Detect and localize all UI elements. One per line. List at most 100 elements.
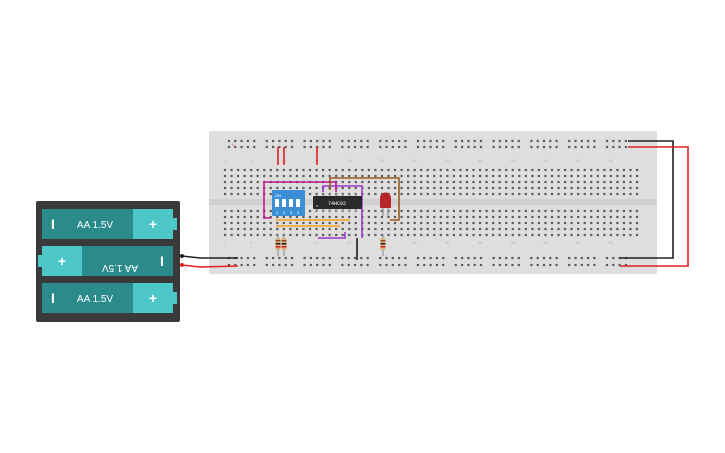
breadboard-hole[interactable] xyxy=(230,168,233,172)
breadboard-hole[interactable] xyxy=(465,221,469,225)
breadboard-hole[interactable] xyxy=(295,186,299,190)
breadboard-hole[interactable] xyxy=(454,145,457,149)
breadboard-hole[interactable] xyxy=(465,192,469,196)
breadboard-hole[interactable] xyxy=(478,186,482,190)
breadboard-hole[interactable] xyxy=(596,227,599,231)
breadboard-hole[interactable] xyxy=(442,139,445,143)
breadboard-hole[interactable] xyxy=(380,209,384,213)
breadboard-hole[interactable] xyxy=(622,209,626,213)
led[interactable] xyxy=(380,192,391,217)
breadboard-hole[interactable] xyxy=(380,186,384,190)
breadboard-hole[interactable] xyxy=(467,139,470,143)
breadboard-hole[interactable] xyxy=(530,139,533,143)
breadboard-hole[interactable] xyxy=(472,227,475,231)
breadboard-hole[interactable] xyxy=(387,174,390,178)
breadboard-hole[interactable] xyxy=(269,221,272,225)
breadboard-hole[interactable] xyxy=(423,263,426,267)
breadboard-hole[interactable] xyxy=(524,192,527,196)
breadboard-hole[interactable] xyxy=(367,227,370,231)
breadboard-hole[interactable] xyxy=(479,145,483,149)
breadboard-hole[interactable] xyxy=(400,215,403,219)
breadboard-hole[interactable] xyxy=(452,180,455,184)
breadboard-hole[interactable] xyxy=(439,192,442,196)
breadboard-hole[interactable] xyxy=(308,233,312,237)
breadboard-hole[interactable] xyxy=(518,174,521,178)
breadboard-hole[interactable] xyxy=(517,139,520,143)
breadboard-hole[interactable] xyxy=(622,221,626,225)
breadboard-hole[interactable] xyxy=(393,209,397,213)
breadboard-hole[interactable] xyxy=(511,256,514,260)
breadboard-hole[interactable] xyxy=(587,139,590,143)
breadboard-hole[interactable] xyxy=(354,174,357,178)
breadboard-hole[interactable] xyxy=(518,180,521,184)
breadboard-hole[interactable] xyxy=(624,145,627,149)
breadboard-hole[interactable] xyxy=(461,145,464,149)
breadboard-hole[interactable] xyxy=(400,168,403,172)
breadboard-hole[interactable] xyxy=(465,174,469,178)
breadboard-hole[interactable] xyxy=(265,145,268,149)
breadboard-hole[interactable] xyxy=(563,174,567,178)
breadboard-hole[interactable] xyxy=(622,227,626,231)
breadboard-hole[interactable] xyxy=(492,145,495,149)
breadboard-hole[interactable] xyxy=(459,227,462,231)
breadboard-hole[interactable] xyxy=(289,215,292,219)
breadboard-hole[interactable] xyxy=(461,256,464,260)
breadboard-hole[interactable] xyxy=(398,263,401,267)
breadboard-hole[interactable] xyxy=(243,209,246,213)
breadboard-hole[interactable] xyxy=(276,227,279,231)
breadboard-hole[interactable] xyxy=(315,168,318,172)
breadboard-hole[interactable] xyxy=(498,233,501,237)
breadboard-hole[interactable] xyxy=(478,215,482,219)
breadboard-hole[interactable] xyxy=(302,233,305,237)
breadboard-hole[interactable] xyxy=(353,145,357,149)
breadboard-hole[interactable] xyxy=(442,145,445,149)
breadboard-hole[interactable] xyxy=(472,174,475,178)
breadboard-hole[interactable] xyxy=(420,168,423,172)
breadboard-hole[interactable] xyxy=(420,227,423,231)
breadboard-hole[interactable] xyxy=(284,263,287,267)
breadboard-hole[interactable] xyxy=(492,256,495,260)
breadboard-hole[interactable] xyxy=(505,139,508,143)
breadboard-hole[interactable] xyxy=(429,145,432,149)
breadboard-hole[interactable] xyxy=(328,168,331,172)
breadboard-hole[interactable] xyxy=(433,186,436,190)
breadboard-hole[interactable] xyxy=(593,256,596,260)
breadboard-hole[interactable] xyxy=(587,256,590,260)
breadboard-hole[interactable] xyxy=(459,168,462,172)
breadboard-hole[interactable] xyxy=(303,256,306,260)
breadboard-hole[interactable] xyxy=(498,227,501,231)
breadboard-hole[interactable] xyxy=(570,233,573,237)
breadboard-hole[interactable] xyxy=(603,221,606,225)
breadboard-hole[interactable] xyxy=(570,221,573,225)
breadboard-hole[interactable] xyxy=(341,221,344,225)
breadboard-hole[interactable] xyxy=(433,174,436,178)
breadboard-hole[interactable] xyxy=(379,145,382,149)
breadboard-hole[interactable] xyxy=(587,263,590,267)
breadboard-hole[interactable] xyxy=(518,186,521,190)
breadboard-hole[interactable] xyxy=(524,233,527,237)
breadboard-hole[interactable] xyxy=(577,233,580,237)
breadboard-hole[interactable] xyxy=(498,221,501,225)
breadboard-hole[interactable] xyxy=(367,192,370,196)
breadboard-hole[interactable] xyxy=(524,168,527,172)
breadboard-hole[interactable] xyxy=(439,174,442,178)
breadboard-hole[interactable] xyxy=(629,180,632,184)
breadboard-hole[interactable] xyxy=(354,180,357,184)
breadboard-hole[interactable] xyxy=(524,174,527,178)
resistor-2[interactable] xyxy=(281,234,287,256)
breadboard-hole[interactable] xyxy=(537,215,541,219)
breadboard-hole[interactable] xyxy=(570,227,573,231)
breadboard-hole[interactable] xyxy=(426,209,429,213)
breadboard-hole[interactable] xyxy=(407,209,410,213)
breadboard-hole[interactable] xyxy=(407,227,410,231)
breadboard-hole[interactable] xyxy=(391,263,394,267)
breadboard-hole[interactable] xyxy=(518,221,521,225)
breadboard-hole[interactable] xyxy=(580,256,583,260)
breadboard-hole[interactable] xyxy=(380,215,384,219)
breadboard-hole[interactable] xyxy=(265,139,268,143)
breadboard-hole[interactable] xyxy=(269,186,272,190)
breadboard-hole[interactable] xyxy=(328,221,331,225)
breadboard-hole[interactable] xyxy=(407,233,410,237)
breadboard-hole[interactable] xyxy=(511,180,514,184)
breadboard-hole[interactable] xyxy=(609,186,612,190)
